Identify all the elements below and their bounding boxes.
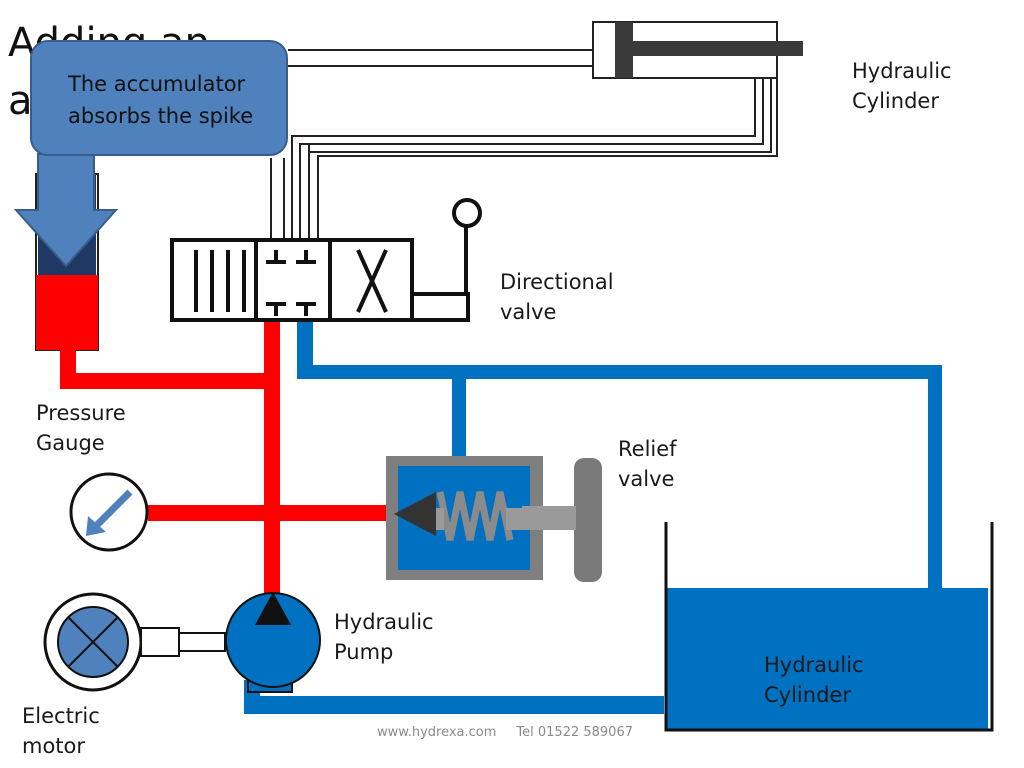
reservoir-tank	[664, 522, 994, 732]
label-directional-valve: Directional valve	[500, 270, 614, 324]
directional-valve	[170, 198, 482, 322]
triangle-left-icon	[394, 492, 436, 536]
hydraulic-cylinder-top	[592, 21, 803, 79]
x-in-circle-icon	[67, 616, 119, 668]
lever-icon	[410, 198, 482, 322]
callout-line-1: The accumulator	[68, 72, 246, 96]
footer-phone: Tel 01522 589067	[516, 725, 633, 740]
electric-motor	[43, 592, 226, 692]
relief-valve	[386, 456, 602, 582]
pressure-lines	[60, 318, 398, 593]
pressure-gauge	[69, 472, 149, 552]
return-lines	[244, 318, 942, 714]
needle-arrow-icon	[86, 489, 133, 536]
cylinder-lines	[270, 49, 778, 238]
label-hydraulic-pump: Hydraulic Pump	[334, 610, 434, 664]
label-hydraulic-cylinder-top: Hydraulic Cylinder	[852, 59, 952, 113]
callout-line-2: absorbs the spike	[68, 104, 254, 128]
label-electric-motor: Electric motor	[22, 704, 100, 758]
label-pressure-gauge: Pressure Gauge	[36, 401, 126, 455]
title-line-2: a	[8, 78, 33, 124]
footer-website: www.hydrexa.com	[377, 725, 497, 740]
triangle-up-icon	[255, 592, 291, 625]
label-hydraulic-tank: Hydraulic Cylinder	[764, 653, 864, 707]
hydraulic-pump	[225, 592, 321, 693]
label-relief-valve: Relief valve	[618, 437, 677, 491]
footer: www.hydrexa.com Tel 01522 589067	[377, 725, 633, 740]
callout-arrow	[13, 153, 119, 268]
accumulator-callout: The accumulator absorbs the spike	[30, 40, 288, 156]
